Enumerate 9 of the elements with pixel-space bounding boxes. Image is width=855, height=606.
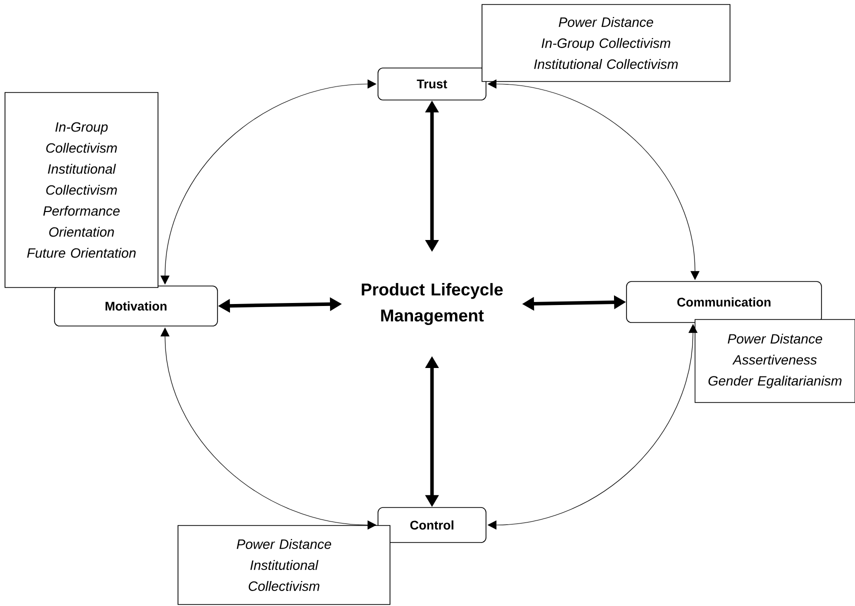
dimension-list-box: Power Distance Assertiveness Gender Egalitarianism: [694, 319, 855, 403]
concept-box: Communication: [626, 281, 822, 323]
dimension-list-box: Power Distance Institutional Collectivism: [178, 525, 390, 605]
concept-box: Trust: [378, 68, 486, 100]
concept-box: Motivation: [54, 286, 218, 326]
concept-box: Control: [378, 507, 486, 543]
center-label: Product Lifecycle Management: [362, 283, 503, 325]
dimension-list-box: Power Distance In-Group Collectivism Institutional Collectivism: [482, 4, 730, 82]
dimension-list-box: In-Group Collectivism Institutional Collectivism Performance Orientation Future Orientation: [4, 92, 158, 288]
